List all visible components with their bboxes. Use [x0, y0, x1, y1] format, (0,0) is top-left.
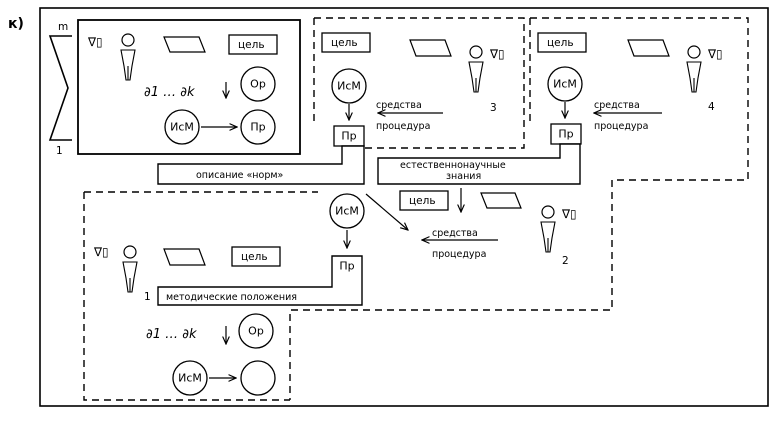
bar-norms-label: описание «норм»	[196, 170, 284, 181]
ism-label-tl: ИсМ	[170, 121, 194, 134]
op-circle-bl	[238, 313, 274, 349]
middle-right-section: цель ∇▯ 2 средства процедура	[365, 188, 577, 267]
ism-label-bl: ИсМ	[178, 372, 202, 385]
top-left-box: ∇▯ цель ∂1 … ∂k Ор ИсМ Пр	[77, 19, 301, 155]
goal-label-tl: цель	[238, 39, 265, 51]
goal-box-tl	[228, 34, 278, 55]
bottom-left-box: ИсМ ∇▯ 1 цель Пр методические положения …	[83, 191, 365, 401]
actor-glyph-tr: ∇▯	[707, 47, 723, 61]
actor-number-3: 3	[490, 102, 497, 114]
op-label-tl: Ор	[250, 78, 266, 91]
goal-box-tr	[537, 32, 587, 53]
bar-science-label: естественнонаучные знания	[400, 160, 509, 182]
ism-label-tr: ИсМ	[553, 78, 577, 91]
actor-glyph-tm: ∇▯	[489, 47, 505, 61]
actor-number-1: 1	[144, 291, 151, 303]
pr-label-tr: Пр	[558, 128, 573, 141]
top-middle-box: цель ∇▯ 3 ИсМ средства процедура Пр	[313, 17, 525, 149]
top-right-box: цель ∇▯ 4 ИсМ средства процедура Пр	[289, 17, 749, 400]
actor-figure-tr	[686, 45, 702, 93]
sum-lower: 1	[56, 145, 63, 157]
derivs-tl: ∂1 … ∂k	[144, 85, 195, 100]
ism-circle-tm	[331, 68, 367, 104]
goal-box-bl	[231, 246, 281, 267]
parallelogram-tr	[627, 39, 670, 57]
empty-circle-bl	[240, 360, 276, 396]
actor-glyph-mr: ∇▯	[561, 207, 577, 221]
actor-number-4: 4	[708, 101, 715, 113]
bar-method-label: методические положения	[166, 292, 297, 303]
parallelogram-tm	[409, 39, 452, 57]
outer-frame	[39, 7, 769, 407]
sum-upper: m	[58, 21, 68, 33]
ism-circle-bl	[172, 360, 208, 396]
actor-figure-tm	[468, 45, 484, 93]
bar-norms: описание «норм»	[157, 145, 365, 185]
actor-figure-mr	[540, 205, 556, 253]
actor-figure-tl	[120, 33, 136, 81]
bar-science-line1: естественнонаучные	[400, 160, 506, 171]
op-label-bl: Ор	[248, 325, 264, 338]
bar-method	[157, 255, 363, 306]
bar-science: естественнонаучные знания	[377, 143, 581, 185]
goal-box-tm	[321, 32, 371, 53]
actor-glyph-bl: ∇▯	[93, 245, 109, 259]
sum-symbol: m 1	[48, 21, 72, 157]
means-label-tm: средства	[376, 100, 422, 111]
derivs-bl: ∂1 … ∂k	[146, 327, 197, 342]
bar-science-line2: знания	[446, 171, 481, 182]
means-label-mr: средства	[432, 228, 478, 239]
pr-label-tm: Пр	[341, 130, 356, 143]
procedure-label-tr: процедура	[594, 121, 648, 132]
goal-label-mr: цель	[409, 195, 436, 207]
goal-box-mr	[399, 190, 449, 211]
means-label-tr: средства	[594, 100, 640, 111]
figure-label: к)	[8, 16, 24, 32]
procedure-label-tm: процедура	[376, 121, 430, 132]
op-circle-tl	[240, 66, 276, 102]
actor-glyph-tl: ∇▯	[87, 35, 103, 49]
ism-circle-tl	[164, 109, 200, 145]
goal-label-tr: цель	[547, 37, 574, 49]
pr-label-bl: Пр	[339, 260, 354, 273]
actor-number-2: 2	[562, 255, 569, 267]
ism-label-tm: ИсМ	[337, 80, 361, 93]
goal-label-bl: цель	[241, 251, 268, 263]
ism-circle-tr	[547, 66, 583, 102]
actor-figure-bl	[122, 245, 138, 293]
parallelogram-tl	[163, 36, 206, 53]
pr-label-tl: Пр	[250, 121, 265, 134]
ism-circle-bl-top	[329, 193, 365, 229]
ism-label-bl-top: ИсМ	[335, 205, 359, 218]
parallelogram-mr	[480, 192, 522, 209]
goal-label-tm: цель	[331, 37, 358, 49]
parallelogram-bl	[163, 248, 206, 266]
pr-circle-tl	[240, 109, 276, 145]
procedure-label-mr: процедура	[432, 249, 486, 260]
